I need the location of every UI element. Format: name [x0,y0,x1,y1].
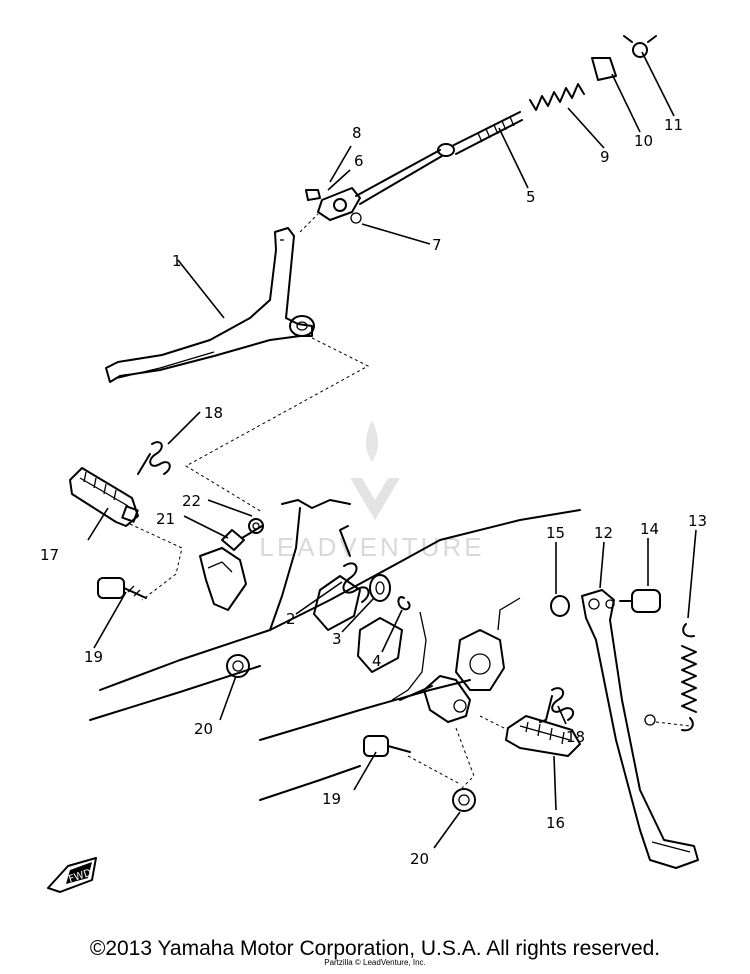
right-footrest-spring [539,687,575,723]
nut-20-left [226,654,250,678]
bolt-19-left [97,577,147,599]
circlip [397,596,411,611]
pivot-spring [339,525,370,603]
brake-rod-spring [529,83,585,111]
callout-20a: 20 [194,720,213,738]
stand-spring [644,623,697,732]
callout-8: 8 [352,124,362,142]
callout-9: 9 [600,148,610,166]
callout-18b: 18 [566,728,585,746]
callout-13: 13 [688,512,707,530]
callout-numbers: 1 2 3 4 5 6 7 8 9 10 11 12 13 14 15 16 1… [40,116,707,868]
threaded-rod [477,116,515,143]
callout-1: 1 [172,252,182,270]
callout-3: 3 [332,630,342,648]
callout-22: 22 [182,492,201,510]
left-footrest-spring [137,441,171,475]
brake-pedal [105,227,315,383]
bolt-19-right [363,735,411,757]
washer [369,574,391,602]
leader-lines-top [177,51,675,513]
callout-11: 11 [664,116,683,134]
fwd-arrow-icon: FWD [47,857,97,893]
callout-17: 17 [40,546,59,564]
left-footrest [69,467,139,527]
callout-6: 6 [354,152,364,170]
right-bracket [399,675,471,723]
copyright-footer: ©2013 Yamaha Motor Corporation, U.S.A. A… [89,937,661,960]
wing-nut [623,35,657,58]
leader-lines-bottom [87,411,697,849]
callout-18a: 18 [204,404,223,422]
brake-rod-assembly [305,35,657,224]
right-footrest [505,715,581,757]
footer-small-print: Partzilla © LeadVenture, Inc. [324,958,426,967]
callout-2: 2 [286,610,296,628]
nut-20-right [452,788,476,812]
stand-bolt [619,589,661,613]
callout-12: 12 [594,524,613,542]
side-stand [581,589,699,869]
watermark-logo: LEADVENTURE [259,420,482,562]
callout-5: 5 [526,188,536,206]
stand-nut [550,595,570,617]
callout-19a: 19 [84,648,103,666]
frame-outline [89,499,581,801]
callout-7: 7 [432,236,442,254]
callout-20b: 20 [410,850,429,868]
callout-14: 14 [640,520,659,538]
callout-19b: 19 [322,790,341,808]
callout-10: 10 [634,132,653,150]
nut-22 [248,518,264,534]
callout-16: 16 [546,814,565,832]
callout-15: 15 [546,524,565,542]
callout-21: 21 [156,510,175,528]
callout-4: 4 [372,652,382,670]
